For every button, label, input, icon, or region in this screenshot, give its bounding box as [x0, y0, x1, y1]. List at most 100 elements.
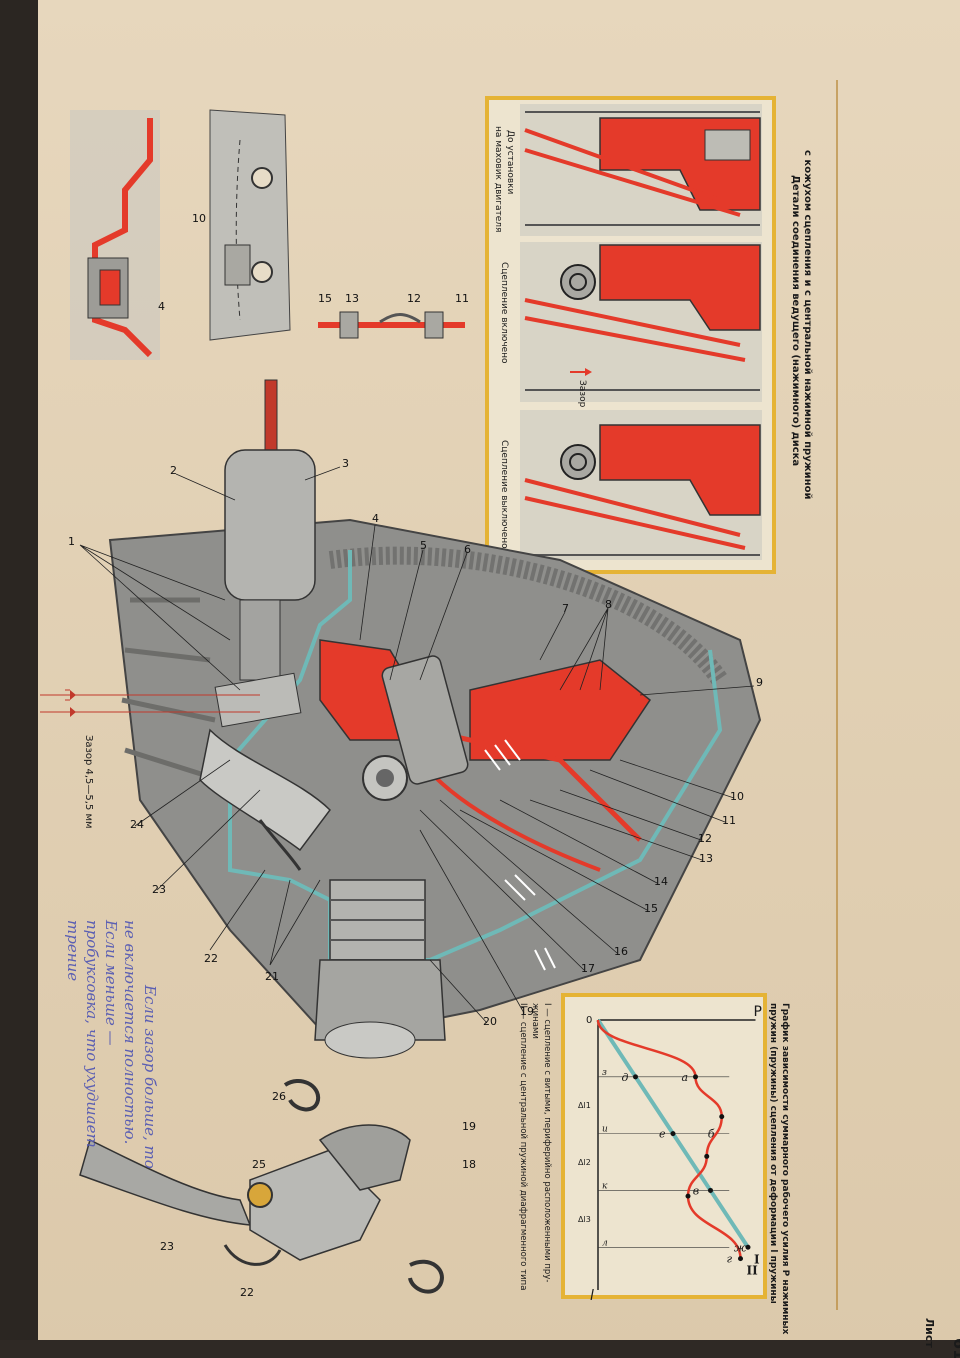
axis-label-l: l	[590, 1288, 594, 1304]
graph-legend-1: I — сцепление с витыми, периферийно расп…	[542, 1003, 552, 1282]
handwritten-note: Если зазор больше, то не включается полн…	[64, 919, 159, 1169]
callout-19-bottom: 19	[462, 1120, 476, 1133]
callout-7: 7	[562, 602, 569, 615]
callout-10-top: 10	[192, 212, 206, 225]
callout-11-top: 11	[455, 292, 469, 305]
handwriting-line-2: не включается полностью.	[121, 920, 139, 1144]
callout-22: 22	[204, 952, 218, 965]
callout-20: 20	[483, 1015, 497, 1028]
sheet-corner-label: Лист	[923, 1318, 936, 1348]
callout-21: 21	[265, 970, 279, 983]
callout-12: 12	[698, 832, 712, 845]
flywheel-ring-gear	[328, 546, 728, 686]
handwriting-line-1: Если зазор больше, то	[141, 984, 159, 1169]
series-II-point-1	[693, 1074, 698, 1080]
callout-4: 4	[372, 512, 379, 525]
section-before-install	[520, 104, 762, 236]
inset-title: Детали соединения ведущего (нажимного) д…	[790, 175, 801, 466]
gap-label: Зазор	[577, 380, 587, 408]
detail-strap-assembly	[318, 311, 465, 339]
inset-title-line2: с кожухом сцепления и с центральной нажи…	[802, 150, 813, 499]
fork-pivot-bushing	[247, 1182, 273, 1208]
tick-letter-3: л	[602, 1238, 608, 1248]
callout-10: 10	[730, 790, 744, 803]
callout-23: 23	[152, 883, 166, 896]
delta-label-0: Δl1	[578, 1101, 591, 1110]
callout-17: 17	[581, 962, 595, 975]
slave-cylinder	[224, 449, 316, 601]
series-II-point-4	[685, 1193, 691, 1199]
inset-panel: Детали соединения ведущего (нажимного) д…	[485, 96, 813, 574]
state-label-before-2: на маховик двигателя	[493, 126, 503, 232]
point-letter-0: а	[682, 1071, 689, 1084]
fork-lever	[79, 1138, 252, 1226]
callout-4-top: 4	[158, 300, 165, 313]
main-gap-annotation: Зазор 4,5—5,5 мм	[83, 735, 94, 829]
callout-24: 24	[130, 818, 144, 831]
callout-12-top: 12	[407, 292, 421, 305]
callout-5: 5	[420, 539, 427, 552]
tick-letter-2: к	[602, 1181, 608, 1191]
graph-title-line2: пружин (пружины) сцепления от деформации…	[768, 1003, 778, 1304]
callout-23-bottom: 23	[160, 1240, 174, 1253]
series-I-point-1	[633, 1074, 638, 1080]
point-letter-1: б	[708, 1128, 715, 1141]
handwriting-line-5: трение	[64, 920, 82, 981]
callout-13: 13	[699, 852, 713, 865]
delta-label-2: Δl3	[578, 1215, 591, 1224]
state-label-disengaged: Сцепление выключено	[499, 440, 509, 549]
callout-11: 11	[722, 814, 736, 827]
page-number: 61	[950, 1338, 960, 1358]
callout-6: 6	[464, 543, 471, 556]
graph-legend-2: II — сцепление с центральной пружиной ди…	[518, 1003, 528, 1290]
graph-legend-1b: жинами	[530, 1003, 540, 1039]
graph-frame	[561, 993, 767, 1299]
scan-dark-edge-bottom	[0, 1340, 960, 1358]
main-clutch-cutaway: Зазор 4,5—5,5 мм	[40, 379, 762, 1059]
callout-13-top: 13	[345, 292, 359, 305]
callout-25-bottom: 26	[272, 1090, 286, 1103]
yellow-fold-line	[836, 80, 838, 1310]
callout-19: 19	[520, 1005, 534, 1018]
series-I-point-3	[708, 1187, 713, 1193]
axis-label-p: P	[754, 1004, 762, 1020]
point-letter-4: ж	[734, 1241, 747, 1254]
section-clutch-disengaged	[520, 410, 762, 560]
housing-section-outline	[228, 550, 723, 962]
detail-views-top: 4 10 11 12 13 15	[70, 109, 469, 360]
series-line-II	[596, 1019, 742, 1259]
series-II-point-5	[738, 1256, 743, 1262]
scan-dark-edge-left	[0, 0, 38, 1358]
series-I-point-2	[670, 1131, 676, 1137]
tick-letter-0: з	[602, 1068, 607, 1078]
axis-origin: 0	[586, 1015, 592, 1026]
graph-title: График зависимости суммарного рабочего у…	[780, 1003, 791, 1335]
state-label-engaged: Сцепление включено	[499, 262, 509, 364]
callout-8: 8	[605, 598, 612, 611]
series-II-point-2	[719, 1114, 725, 1120]
callout-15: 15	[644, 902, 658, 915]
point-letter-5: е	[659, 1128, 666, 1141]
callout-1: 1	[68, 535, 75, 548]
series-II-point-3	[704, 1153, 710, 1159]
callout-3: 3	[342, 457, 349, 470]
state-label-before: До установки	[505, 130, 515, 195]
handwriting-line-3: Если меньше —	[102, 919, 120, 1046]
callout-18-bottom: 18	[462, 1158, 476, 1171]
delta-label-1: Δl2	[578, 1158, 591, 1167]
point-letter-6: д	[622, 1071, 629, 1084]
series-label-II: II	[747, 1264, 759, 1278]
callout-26-bottom: 25	[252, 1158, 266, 1171]
tick-letter-1: и	[602, 1125, 608, 1135]
section-clutch-engaged	[520, 242, 762, 402]
fork-detail: 26 25 19 18 23 22	[79, 1079, 476, 1299]
point-letter-3: г	[727, 1253, 733, 1266]
detail-flange-4	[70, 110, 160, 360]
detail-bracket-10	[209, 109, 291, 341]
callout-16: 16	[614, 945, 628, 958]
point-letter-2: в	[693, 1184, 699, 1197]
callout-22-bottom: 22	[240, 1286, 254, 1299]
